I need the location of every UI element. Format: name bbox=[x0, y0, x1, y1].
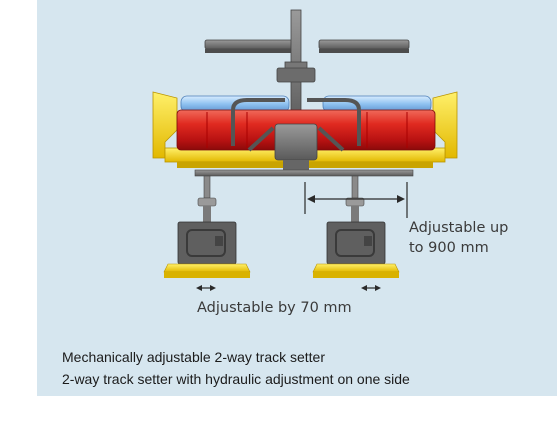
lower-rail bbox=[194, 169, 414, 177]
caption-line-1: Mechanically adjustable 2-way track sett… bbox=[62, 349, 326, 365]
left-track-shoe bbox=[163, 175, 251, 278]
caption-line-2: 2-way track setter with hydraulic adjust… bbox=[62, 371, 410, 387]
center-housing-base bbox=[283, 160, 309, 170]
label-adjustable-up: Adjustable up bbox=[409, 220, 508, 236]
label-adjustable-by-70: Adjustable by 70 mm bbox=[197, 300, 352, 316]
track-setter-diagram: Adjustable up to 900 mm Adjustable by 70… bbox=[152, 9, 508, 316]
right-track-shoe bbox=[312, 175, 400, 278]
figure-caption: Mechanically adjustable 2-way track sett… bbox=[62, 346, 542, 390]
dimension-900mm bbox=[304, 182, 408, 218]
gray-frame bbox=[231, 98, 361, 152]
hitch-plates bbox=[204, 39, 410, 53]
center-housing bbox=[274, 123, 318, 161]
dimension-70mm-arrows bbox=[196, 285, 381, 291]
label-to-900: to 900 mm bbox=[409, 240, 489, 256]
yellow-frame bbox=[152, 91, 458, 168]
